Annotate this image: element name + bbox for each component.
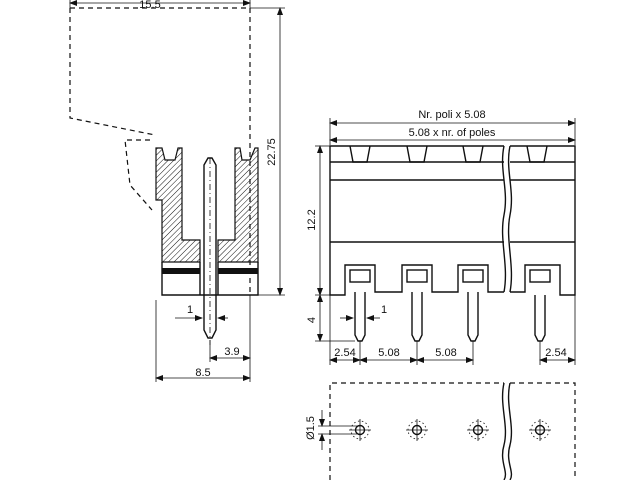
label-base-width: 8.5: [195, 367, 210, 379]
front-body-right: [510, 145, 576, 296]
hole-1: [349, 419, 371, 441]
footprint-outline-right: [510, 382, 576, 480]
footprint-break-left: [501, 382, 507, 480]
side-view: [69, 0, 285, 382]
front-pin-2: [411, 292, 423, 342]
pin-window-2: [406, 269, 428, 283]
footprint-break-right: [507, 382, 513, 480]
pin-window-3: [462, 269, 484, 283]
front-pin-3: [467, 292, 479, 342]
label-edge-right: 2.54: [545, 347, 566, 359]
pin-window-1: [349, 269, 371, 283]
notch-4: [526, 145, 548, 163]
label-edge-left: 2.54: [334, 347, 355, 359]
label-total-height: 22.75: [266, 138, 278, 166]
label-pin-width-left: 1: [187, 304, 193, 316]
front-body-left: [329, 145, 504, 296]
housing-base: [161, 262, 259, 296]
break-line-left: [501, 145, 507, 293]
label-top-width: 15.5: [139, 0, 160, 11]
pin: [203, 157, 217, 339]
housing-left-wall: [155, 147, 201, 263]
label-pin-width-right: 1: [381, 304, 387, 316]
label-pitch-2: 5.08: [435, 347, 456, 359]
pin-window-4: [529, 269, 551, 283]
hole-4: [529, 419, 551, 441]
notch-1: [349, 145, 371, 163]
label-hole-diameter: Ø1.5: [305, 416, 317, 440]
hole-3: [467, 419, 489, 441]
front-view: [315, 118, 576, 365]
footprint-view: [318, 382, 576, 480]
front-pin-4: [534, 295, 546, 342]
notch-2: [406, 145, 428, 163]
label-pitch-it: Nr. poli x 5.08: [418, 109, 485, 121]
base-fill-left: [162, 268, 200, 274]
label-pin-length: 4: [306, 317, 318, 323]
label-pitch-en: 5.08 x nr. of poles: [409, 127, 496, 139]
housing-right-wall: [217, 147, 259, 263]
label-pin-offset: 3.9: [224, 346, 239, 358]
label-body-height: 12.2: [306, 209, 318, 230]
break-line-right: [507, 145, 513, 293]
notch-3: [462, 145, 484, 163]
label-pitch-1: 5.08: [378, 347, 399, 359]
hole-2: [406, 419, 428, 441]
front-pin-1: [354, 292, 366, 342]
base-fill-right: [218, 268, 258, 274]
